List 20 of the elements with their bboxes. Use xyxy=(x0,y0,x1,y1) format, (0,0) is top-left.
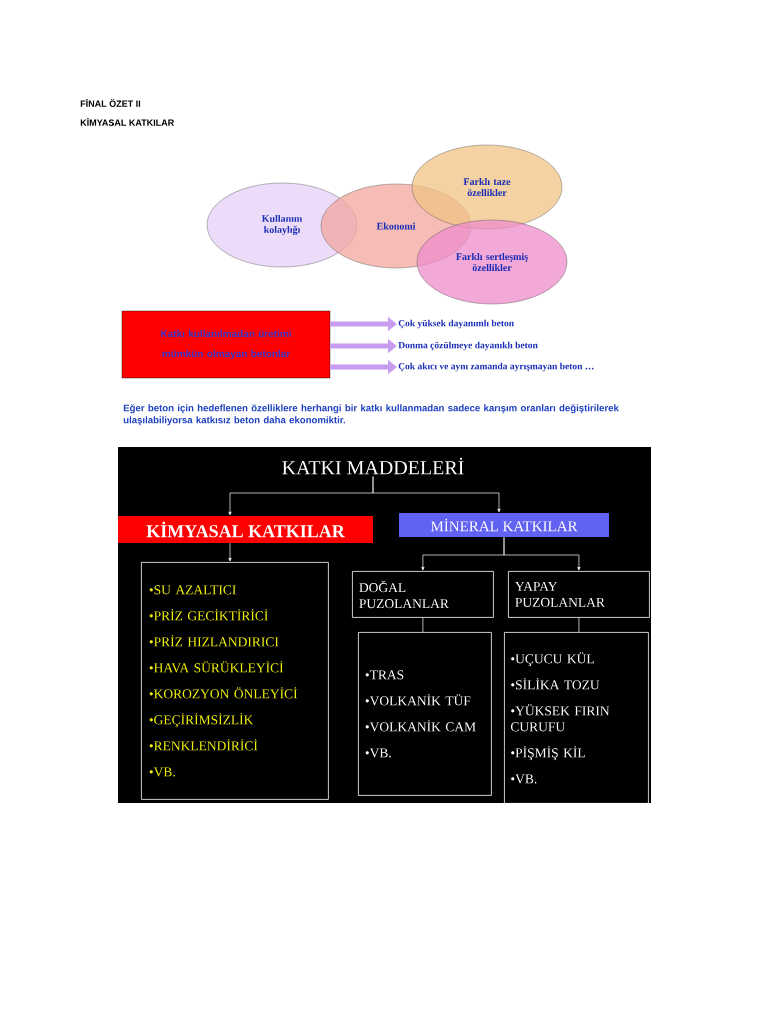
arrow xyxy=(372,476,501,513)
item-list-box: •SU AZALTICI •PRİZ GECİKTİRİCİ •PRİZ HIZLANDIRICI •HAVA SÜRÜKLEYİCİ •KOROZYON ÖNLEYİCİ •GEÇİRİMSİZLİK •RENKLENDİRİCİ •VB. xyxy=(141,562,329,800)
item-list-box: •TRAS •VOLKANİK TÜF •VOLKANİK CAM •VB. xyxy=(358,632,492,796)
subcategory-box: DOĞAL PUZOLANLAR xyxy=(352,571,494,618)
category-band: MİNERAL KATKILAR xyxy=(399,513,609,537)
arrow xyxy=(228,542,232,562)
arrow xyxy=(503,536,581,571)
connector-line xyxy=(422,617,424,633)
item-text: Donma çözülmeye dayanıklı beton xyxy=(398,341,538,351)
section-heading: KİMYASAL KATKILAR xyxy=(80,118,174,126)
category-band: KİMYASAL KATKILAR xyxy=(118,516,373,543)
connector-line xyxy=(578,617,580,633)
callout-box: Katkı kullanılmadan üretimi mümkün olmayan betonlar xyxy=(121,310,331,379)
chart-title: KATKI MADDELERİ xyxy=(282,457,464,475)
item-text: Çok yüksek dayanımlı beton xyxy=(398,319,514,329)
subcategory-box: YAPAY PUZOLANLAR xyxy=(508,571,650,618)
note-paragraph: Eğer beton için hedeflenen özelliklere herhangi bir katkı kullanmadan sadece karışım oranları değiştirilerek ulaşılabiliyorsa katkısız beton daha ekonomiktir. xyxy=(123,404,619,426)
item-list-box: •UÇUCU KÜL •SİLİKA TOZU •YÜKSEK FIRIN CURUFU •PİŞMİŞ KİL •VB. xyxy=(504,632,649,804)
item-text: Çok akıcı ve aynı zamanda ayrışmayan beton … xyxy=(398,362,594,372)
page-title: FİNAL ÖZET II xyxy=(80,99,141,107)
